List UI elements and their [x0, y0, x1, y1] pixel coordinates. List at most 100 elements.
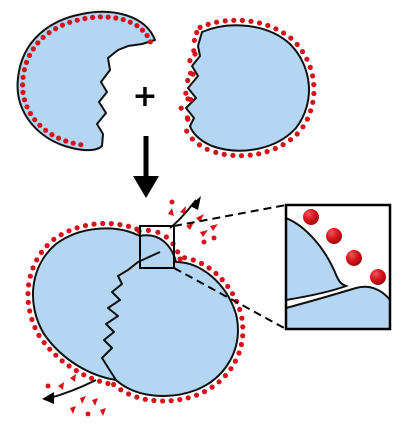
surface-particle [26, 282, 32, 288]
surface-particle [239, 315, 245, 321]
surface-particle [38, 249, 45, 255]
surface-particle [307, 64, 313, 70]
surface-particle [127, 19, 133, 25]
fusion-seam [101, 251, 161, 381]
surface-particle [229, 291, 236, 297]
right-cell-particles [178, 17, 317, 159]
surface-particle [216, 379, 222, 385]
surface-particle [82, 15, 88, 22]
surface-particle [308, 108, 314, 114]
surface-particle [78, 142, 84, 148]
surface-particle [23, 59, 30, 65]
surface-particle [147, 39, 153, 45]
fused-cell [25, 220, 246, 404]
surface-particle [51, 236, 57, 242]
surface-particle [59, 358, 65, 364]
plus-symbol: + [132, 79, 157, 114]
zoom-inset [284, 203, 392, 331]
surface-particle [117, 222, 123, 228]
surface-particle [178, 105, 184, 111]
surface-particle [90, 14, 96, 20]
expelled-particles-bottom [42, 374, 106, 417]
surface-particle [27, 273, 33, 279]
surface-particle [125, 223, 132, 229]
inset-particle [303, 209, 319, 225]
surface-particle [177, 397, 183, 403]
surface-particle [256, 20, 263, 26]
surface-particle [194, 29, 200, 36]
surface-particle [168, 398, 174, 404]
zoom-connector-top [173, 204, 287, 227]
surface-particle [187, 58, 193, 64]
surface-particle [185, 395, 191, 401]
surface-particle [272, 145, 278, 152]
surface-particle [280, 142, 286, 148]
surface-particle [288, 35, 294, 41]
surface-particle [206, 265, 212, 271]
surface-particle [105, 14, 111, 20]
surface-particle [70, 140, 76, 146]
surface-particle [63, 138, 69, 144]
surface-particle [97, 378, 103, 384]
surface-particle [239, 17, 245, 23]
surface-particle [256, 151, 262, 157]
surface-particle [145, 227, 151, 233]
surface-particle [20, 89, 26, 95]
surface-particle [59, 22, 66, 28]
surface-particle [40, 34, 46, 41]
surface-particle [105, 380, 111, 387]
surface-particle [41, 340, 47, 346]
expelled-particles-top [168, 196, 218, 245]
surface-particle [191, 37, 197, 43]
surface-particle [238, 341, 244, 348]
surface-particle [264, 149, 270, 155]
surface-particle [89, 375, 95, 381]
surface-particle [231, 17, 237, 23]
surface-particle [236, 350, 242, 356]
left-cell-body [16, 10, 156, 152]
surface-particle [300, 124, 306, 130]
right-cell [178, 17, 317, 159]
surface-particle [21, 97, 28, 103]
surface-particle [273, 26, 279, 32]
surface-particle [34, 257, 40, 263]
surface-particle [310, 99, 316, 105]
left-cell [16, 10, 156, 152]
surface-particle [74, 225, 80, 231]
surface-particle [232, 358, 238, 364]
surface-particle [47, 346, 53, 352]
surface-particle [214, 19, 220, 25]
surface-particle [205, 21, 211, 27]
surface-particle [27, 110, 33, 117]
right-cell-body [185, 24, 310, 152]
surface-particle [21, 67, 27, 73]
surface-particle [44, 243, 50, 249]
surface-particle [155, 229, 161, 235]
surface-particle [134, 394, 140, 400]
zoom-region-box [139, 225, 175, 269]
surface-particle [189, 136, 195, 142]
surface-particle [299, 49, 306, 55]
surface-particle [20, 74, 26, 80]
surface-particle [81, 372, 87, 378]
surface-particle [177, 256, 183, 262]
surface-particle [49, 132, 55, 138]
surface-particle [240, 333, 246, 339]
zoom-inset-border [284, 203, 392, 331]
surface-particle [118, 387, 124, 393]
surface-particle [294, 131, 300, 137]
surface-particle [230, 152, 236, 158]
surface-particle [144, 32, 150, 39]
surface-particle [304, 116, 310, 122]
surface-particle [184, 115, 190, 121]
surface-particle [198, 260, 205, 267]
surface-particle [37, 122, 43, 128]
surface-particle [281, 30, 287, 36]
surface-particle [91, 221, 97, 227]
surface-particle [213, 149, 219, 155]
surface-particle [228, 366, 234, 372]
surface-particle [204, 146, 210, 152]
surface-particle [190, 257, 196, 263]
surface-particle [191, 48, 197, 54]
surface-particle [30, 46, 36, 52]
